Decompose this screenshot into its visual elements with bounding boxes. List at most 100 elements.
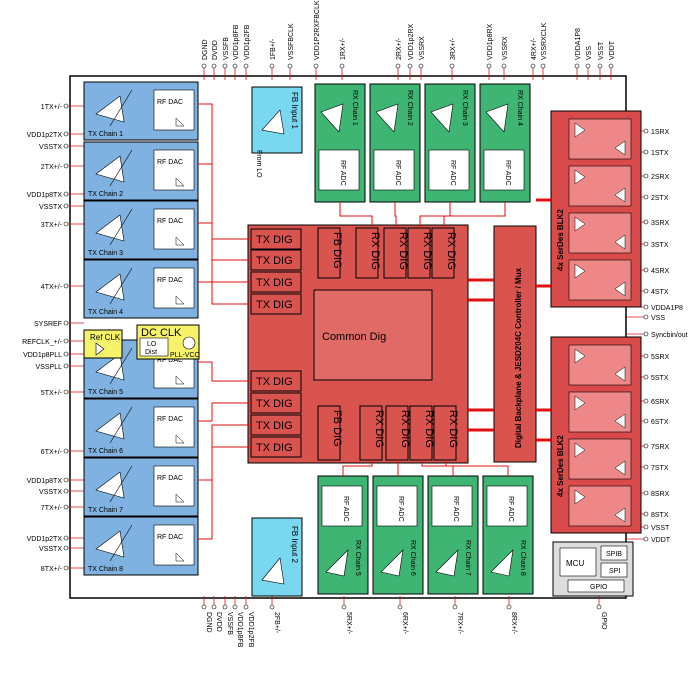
pin-label: VSSPLL (36, 364, 63, 371)
top-pin-3rx: 3RX+/- (449, 37, 457, 80)
rx-dig-label: RX DIG (373, 410, 385, 448)
pin-label: VDD1p8FB (233, 24, 240, 60)
pin-label: VDD1p2TX (27, 536, 63, 543)
pin-label: 2SRX (651, 174, 670, 181)
rx-chain-label: RX Chain 2 (406, 90, 413, 126)
left-pin-vdd1p8pll: VDD1p8PLL (23, 351, 84, 359)
top-pin-1fb: 1FB+/- (269, 38, 277, 80)
pin-label: VDD1p8FB (236, 612, 243, 648)
pin-label: VDD1p2FB (244, 24, 251, 60)
pin-label: VDDT (609, 40, 616, 60)
pin-label: DVDD (212, 40, 219, 60)
pin-label: 3SRX (651, 220, 670, 227)
rx-dig-3: RX DIG (407, 227, 433, 279)
pin-label: 8SRX (651, 491, 670, 498)
fb-dig-label: FB DIG (331, 410, 343, 447)
pll-vco-label: PLL-VCO (170, 352, 201, 359)
top-pin-vss: VSS (585, 46, 593, 80)
rx-dig-7: RX DIG (409, 405, 435, 461)
pin-label: VDD1p2FB (247, 612, 254, 648)
pin-label: 6STX (651, 419, 669, 426)
top-pin-dgnd: DGND (201, 39, 209, 80)
ref-clk-block: Ref CLK (83, 329, 123, 359)
pin-label: 6RX+/- (401, 612, 408, 635)
left-pin-vsstx: VSSTX (39, 203, 84, 211)
rx-link (342, 460, 373, 476)
rf-dac-label: RF DAC (157, 534, 183, 541)
rf-adc-label: RF ADC (504, 160, 511, 186)
rx-chain-label: RX Chain 3 (461, 90, 468, 126)
left-pin-vsstx: VSSTX (39, 488, 84, 496)
top-pin-vssrxclk: VSSRXCLK (540, 22, 548, 80)
pin-label: 8RX+/- (510, 612, 517, 635)
pin-label: 5TX+/- (41, 390, 63, 397)
tx-dig-1: TX DIG (250, 228, 302, 250)
tx-chain-label: TX Chain 3 (88, 250, 123, 257)
rx-link (339, 202, 373, 228)
rf-dac-label: RF DAC (157, 99, 183, 106)
left-pin-3tx: 3TX+/- (41, 221, 84, 229)
bottom-pin-5rx: 5RX+/- (341, 596, 352, 635)
fb-input-2: FB Input 2 (251, 517, 303, 597)
rx-dig-label: RX DIG (423, 410, 435, 448)
top-pin-vssrx: VSSRX (418, 36, 426, 80)
mcu-block: MCU SPIB SPI GPIO (552, 541, 634, 597)
rx-link (445, 460, 509, 476)
left-pin-5tx: 5TX+/- (41, 389, 84, 397)
bottom-pin-2fb: 2FB+/- (269, 596, 280, 634)
pin-label: VDD1p8TX (27, 478, 63, 485)
tx-dig-6: TX DIG (250, 392, 302, 414)
pin-label: VSST (651, 525, 670, 532)
tx-link (198, 446, 251, 540)
fb-dig-label: FB DIG (331, 232, 343, 269)
rx-chain-label: RX Chain 6 (409, 540, 416, 576)
rf-dac-label: RF DAC (157, 416, 183, 423)
top-pin-vdd1p2rxfbclk: VDD1P2RXFBCLK (313, 0, 321, 80)
bottom-pin-dvdd: DVDD (211, 596, 222, 632)
rf-adc-label: RF ADC (342, 496, 349, 522)
pin-label: VSSRX (502, 36, 509, 60)
top-pin-vdd1p8fb: VDD1p8FB (232, 24, 240, 80)
left-pin-refclk: REFCLK_+/- (22, 338, 84, 346)
left-pin-6tx: 6TX+/- (41, 448, 84, 456)
pin-label: REFCLK_+/- (22, 339, 63, 346)
left-pin-vdd1p8tx: VDD1p8TX (27, 191, 84, 199)
fb-dig-1: FB DIG (317, 227, 343, 279)
fb-input-1: FB Input 1 (251, 86, 303, 154)
pin-label: 2TX+/- (41, 164, 63, 171)
tx-dig-label: TX DIG (256, 234, 293, 246)
rf-adc-label: RF ADC (394, 160, 401, 186)
lo-dist-label-1: LO (147, 341, 157, 348)
rx-link (419, 202, 451, 228)
pin-label: VSSTX (39, 489, 62, 496)
pin-label: 2RX+/- (396, 37, 403, 60)
pin-label: VDD1p2TX (27, 132, 63, 139)
tx-dig-4: TX DIG (250, 293, 302, 315)
bottom-pin-vdd1p8fb: VDD1p8FB (232, 596, 243, 648)
ref-clk-label: Ref CLK (90, 333, 121, 342)
fb-dig-2: FB DIG (317, 405, 343, 461)
pin-label: 8STX (651, 512, 669, 519)
rf-adc-label: RF ADC (449, 160, 456, 186)
rx-chain-3: RF ADC RX Chain 3 (424, 83, 476, 203)
left-pin-sysref: SYSREF (34, 320, 84, 328)
tx-dig-label: TX DIG (256, 299, 293, 311)
top-pin-1rx: 1RX+/- (339, 37, 347, 80)
rx-dig-1: RX DIG (355, 227, 381, 279)
tx-link (198, 163, 251, 261)
top-pin-vdda1p8: VDDA1P8 (574, 28, 582, 80)
tx-chain-label: TX Chain 1 (88, 131, 123, 138)
rx-dig-label: RX DIG (369, 232, 381, 270)
top-pin-vssfbclk: VSSFBCLK (287, 23, 295, 80)
pin-label: VSSRXCLK (541, 22, 548, 60)
pin-label: 6TX+/- (41, 449, 63, 456)
